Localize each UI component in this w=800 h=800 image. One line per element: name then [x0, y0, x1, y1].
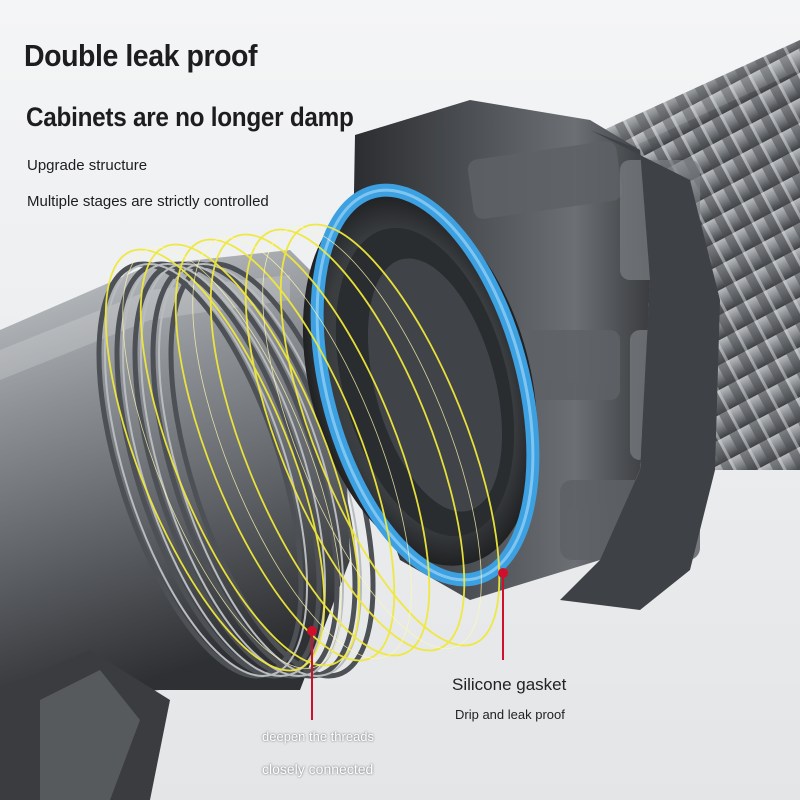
thread-label: deepen the threads	[262, 729, 375, 744]
thread-caption: closely connected	[262, 761, 374, 777]
headline: Double leak proof	[24, 38, 258, 73]
gasket-label: Silicone gasket	[452, 675, 567, 694]
gasket-marker	[498, 568, 508, 660]
gasket-caption: Drip and leak proof	[455, 707, 565, 722]
feature-upgrade-structure: Upgrade structure	[27, 157, 148, 174]
subheadline: Cabinets are no longer damp	[26, 102, 354, 132]
thread-marker	[307, 626, 317, 720]
feature-strict-control: Multiple stages are strictly controlled	[27, 193, 269, 210]
